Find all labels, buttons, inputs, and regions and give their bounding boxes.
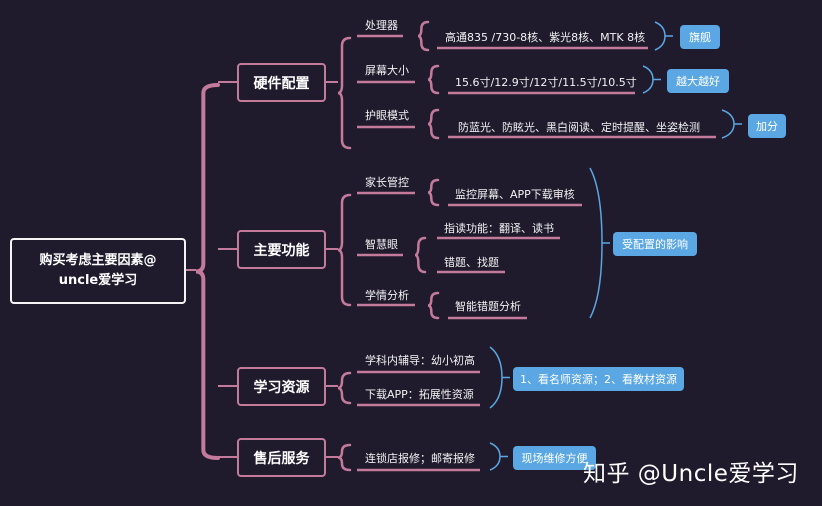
closing-bracket [589,167,603,319]
item-parental-control[interactable]: 家长管控 [365,176,409,189]
brace [337,371,352,405]
brace [195,83,220,460]
detail-eye-mode[interactable]: 防蓝光、防眩光、黑白阅读、定时提醒、坐姿检测 [458,121,700,134]
item-subject-tutoring[interactable]: 学科内辅导：幼小初高 [365,354,475,367]
detail-find-errors[interactable]: 错题、找题 [444,256,499,269]
brace [427,178,440,207]
brace [427,64,440,95]
tag-config-dependent[interactable]: 受配置的影响 [613,232,697,256]
item-smart-eye[interactable]: 智慧眼 [365,238,398,251]
detail-processor[interactable]: 高通835 /730-8核、紫光8核、MTK 8核 [445,31,646,44]
category-hardware[interactable]: 硬件配置 [237,63,326,102]
closing-bracket [489,346,503,409]
brace [414,236,427,274]
tag-bigger-better[interactable]: 越大越好 [667,69,729,93]
brace [427,291,440,320]
detail-screen-size[interactable]: 15.6寸/12.9寸/12寸/11.5寸/10.5寸 [455,76,637,89]
closing-bracket [489,442,501,471]
item-eye-mode[interactable]: 护眼模式 [365,109,409,122]
category-main-functions[interactable]: 主要功能 [237,230,326,269]
closing-bracket [721,109,735,139]
detail-error-analysis[interactable]: 智能错题分析 [455,300,521,313]
brace [337,36,352,150]
item-processor[interactable]: 处理器 [365,19,398,32]
item-learning-analysis[interactable]: 学情分析 [365,289,409,302]
brace [337,193,352,307]
brace [337,443,352,472]
watermark: 知乎 @Uncle爱学习 [583,461,799,487]
root-node[interactable]: 购买考虑主要因素@ uncle爱学习 [10,238,186,304]
brace [427,108,440,140]
tag-flagship[interactable]: 旗舰 [680,25,720,49]
detail-parental-control[interactable]: 监控屏幕、APP下载审核 [455,188,575,201]
category-after-sales[interactable]: 售后服务 [237,438,326,477]
item-repair[interactable]: 连锁店报修；邮寄报修 [365,452,475,465]
detail-point-reading[interactable]: 指读功能：翻译、读书 [444,222,554,235]
tag-bonus[interactable]: 加分 [748,114,786,138]
brace [417,20,430,52]
root-title-line1: 购买考虑主要因素@ [39,253,157,268]
closing-bracket [642,65,654,94]
tag-resources[interactable]: 1、看名师资源；2、看教材资源 [513,367,684,391]
category-learning-resources[interactable]: 学习资源 [237,367,326,406]
item-screen-size[interactable]: 屏幕大小 [365,64,409,77]
closing-bracket [654,21,666,51]
tag-onsite-repair[interactable]: 现场维修方便 [513,446,596,470]
root-title-line2: uncle爱学习 [58,273,138,288]
item-download-app[interactable]: 下载APP：拓展性资源 [365,388,474,401]
